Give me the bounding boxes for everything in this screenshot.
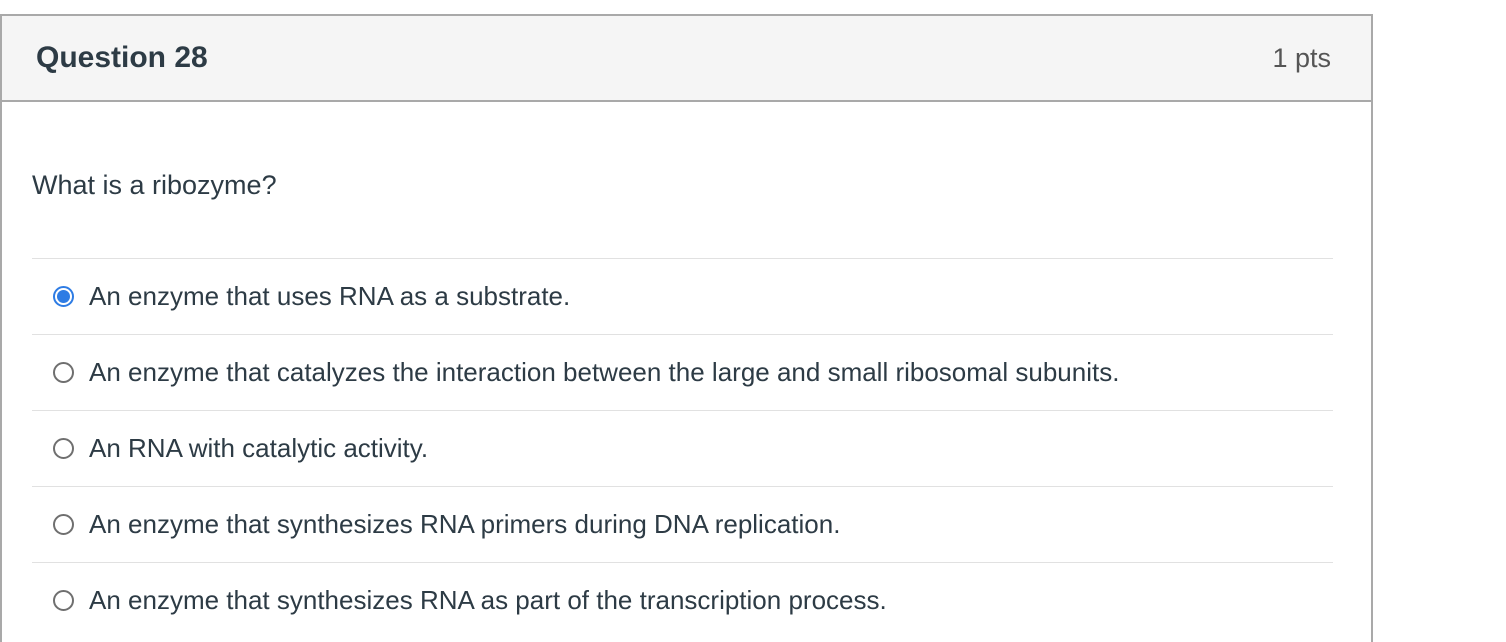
answer-option-row[interactable]: An RNA with catalytic activity. [32,410,1333,486]
answer-option-label: An enzyme that synthesizes RNA primers d… [89,509,841,539]
answer-options: An enzyme that uses RNA as a substrate. … [32,258,1333,638]
question-body: What is a ribozyme? An enzyme that uses … [2,102,1371,638]
question-text: What is a ribozyme? [32,170,277,200]
answer-option-label: An enzyme that uses RNA as a substrate. [89,281,571,311]
radio-selected-dot [57,290,70,303]
answer-option-label: An enzyme that catalyzes the interaction… [89,357,1120,387]
answer-option-row[interactable]: An enzyme that synthesizes RNA primers d… [32,486,1333,562]
answer-option-label: An RNA with catalytic activity. [89,433,429,463]
radio-button-icon[interactable] [53,286,74,307]
question-header: Question 28 1 pts [2,16,1371,102]
radio-button-icon[interactable] [53,514,74,535]
answer-option-row[interactable]: An enzyme that synthesizes RNA as part o… [32,562,1333,638]
radio-button-icon[interactable] [53,438,74,459]
question-title: Question 28 [36,41,208,74]
question-card: Question 28 1 pts What is a ribozyme? An… [0,14,1373,642]
answer-option-row[interactable]: An enzyme that catalyzes the interaction… [32,334,1333,410]
answer-option-label: An enzyme that synthesizes RNA as part o… [89,585,887,615]
answer-option-row[interactable]: An enzyme that uses RNA as a substrate. [32,258,1333,334]
radio-button-icon[interactable] [53,590,74,611]
question-points: 1 pts [1272,42,1331,73]
radio-button-icon[interactable] [53,362,74,383]
